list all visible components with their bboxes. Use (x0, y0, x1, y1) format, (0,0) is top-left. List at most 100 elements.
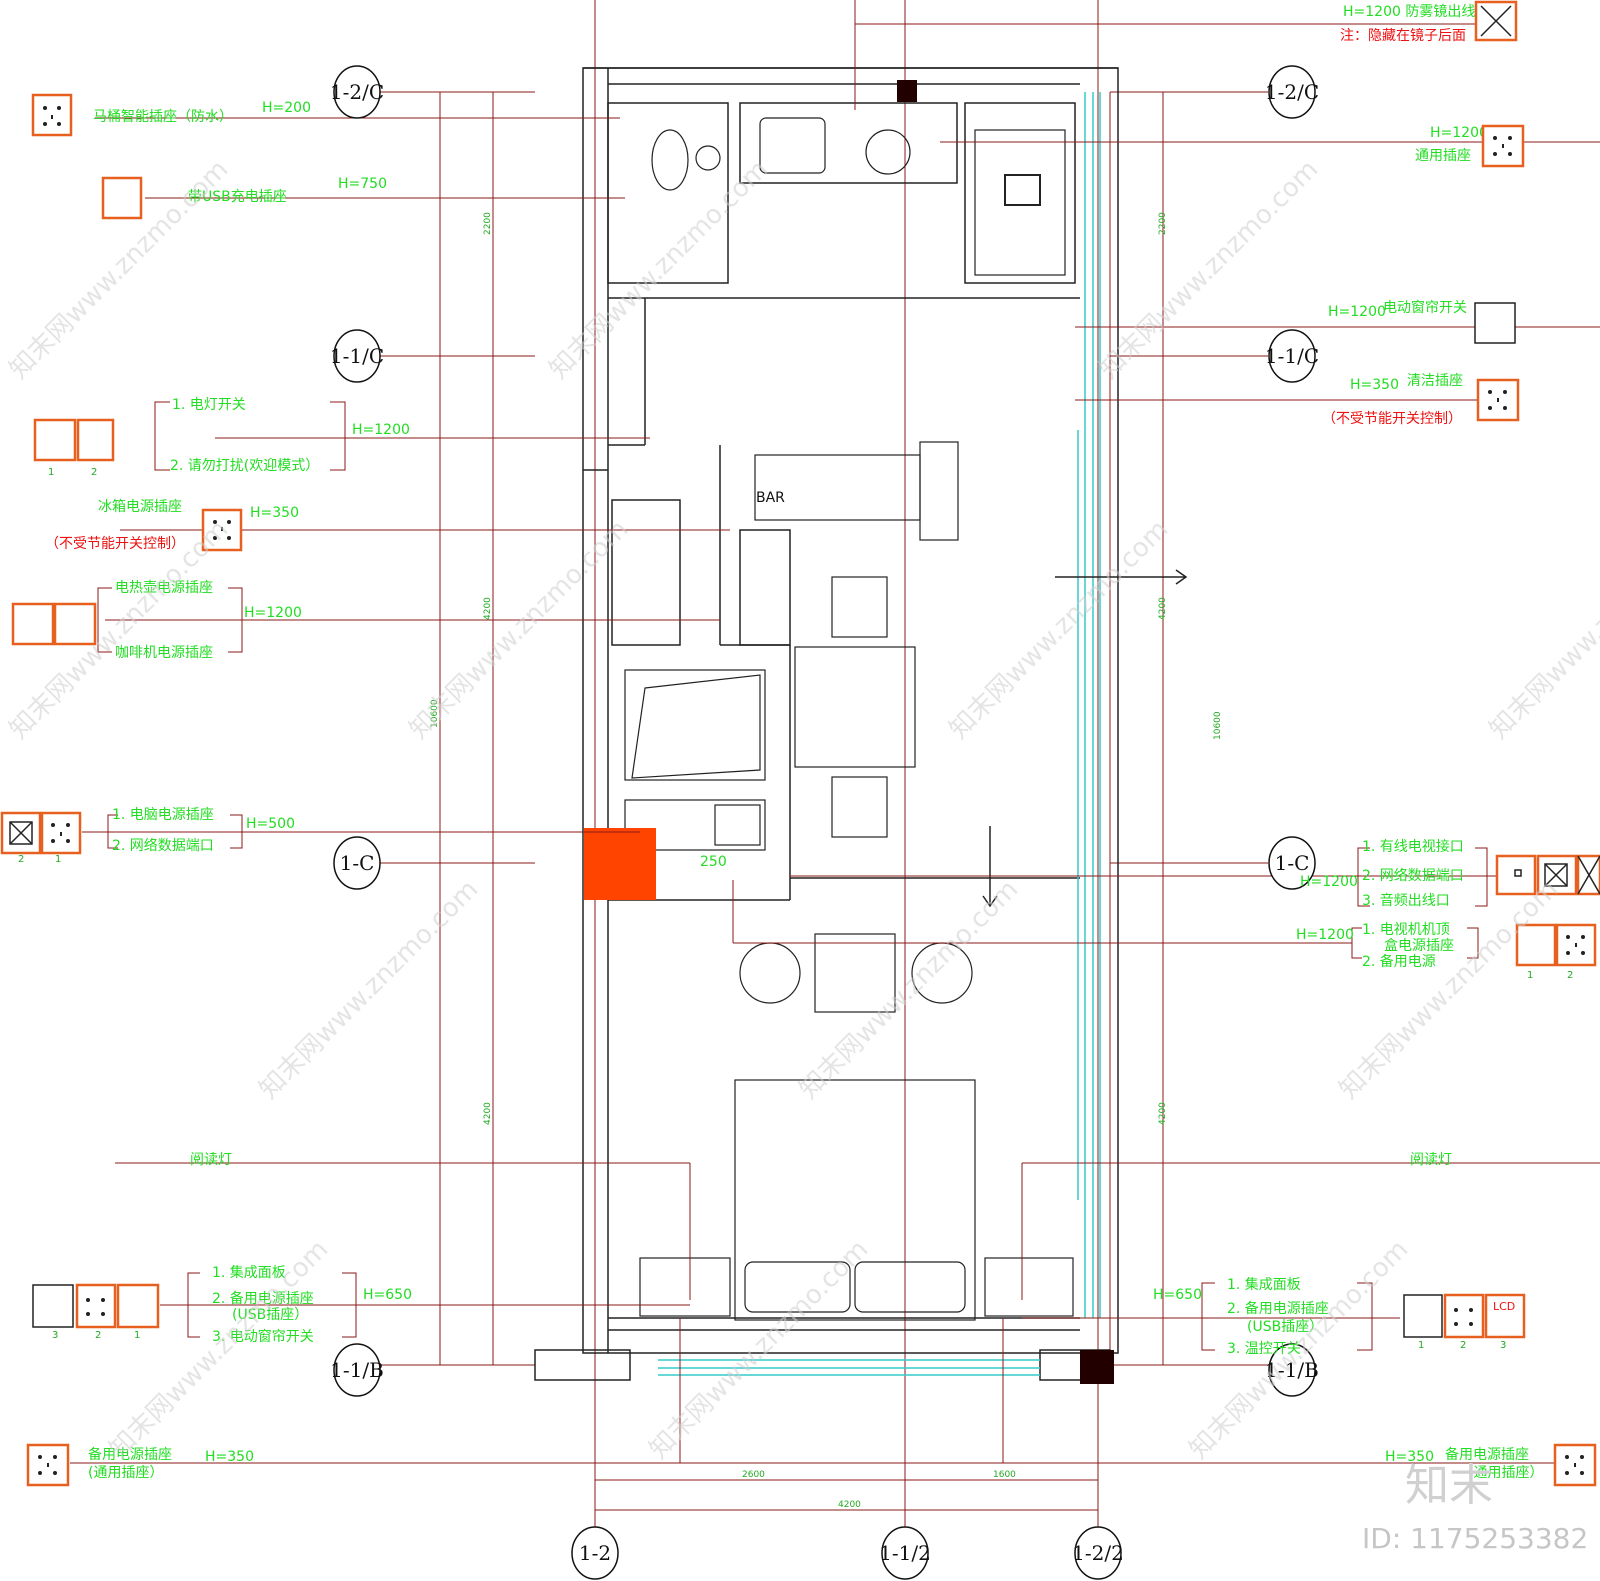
grid-bubble-labels: 1-2/C 1-2/C 1-1/C 1-1/C 1-C 1-C 1-1/B 1-… (330, 80, 1319, 1565)
tv-item1: 1. 有线电视接口 (1362, 838, 1464, 855)
watermark: 知末网www.znzmo.com (544, 154, 775, 385)
watermark: 知末网www.znzmo.com (404, 514, 635, 745)
lcd-label: LCD (1493, 1300, 1515, 1313)
usb-socket-label: 带USB充电插座 (188, 189, 287, 205)
thermostat-icon (1484, 1293, 1526, 1339)
integrated-panel-icon (32, 1284, 74, 1328)
id-watermark: ID: 1175253382 (1362, 1522, 1588, 1555)
watermark: 知末网www.znzmo.com (1484, 514, 1600, 745)
dim-label: 2600 (742, 1470, 765, 1480)
axis-label: 1-C (340, 851, 375, 875)
bed-left-item3: 3. 电动窗帘开关 (212, 1328, 314, 1345)
dim-label: 10600 (1213, 711, 1223, 740)
axis-label: 1-1/B (330, 1358, 384, 1382)
axis-label: 1-1/2 (879, 1541, 931, 1565)
shower (974, 129, 1066, 276)
axis-label: 1-C (1275, 851, 1310, 875)
cross-marks (9, 5, 1600, 895)
bed-left-item1: 1. 集成面板 (212, 1264, 286, 1281)
pillow-left (744, 1261, 851, 1313)
bar-top (754, 454, 921, 521)
cleaning-socket-note: （不受节能开关控制） (1322, 411, 1462, 427)
integrated-panel-icon (1403, 1294, 1443, 1338)
toilet-socket-label: 马桶智能插座（防水） (93, 109, 233, 125)
dim-label: 10600 (430, 699, 440, 728)
curtain-switch-icon (116, 1283, 160, 1329)
toilet-socket-icon (31, 93, 73, 137)
sofa (624, 669, 766, 781)
coffee-socket-label: 咖啡机电源插座 (115, 645, 213, 661)
pillow-right (854, 1261, 966, 1313)
stool-1 (831, 576, 888, 638)
left-annotations: 马桶智能插座（防水） H=200 带USB充电插座 H=750 1. 电灯开关 … (18, 100, 412, 1481)
walls (534, 67, 1119, 1381)
light-switch-num1: 1 (48, 467, 54, 478)
reading-lamp-left-label: 阅读灯 (190, 1151, 232, 1168)
watermark: 知末网www.znzmo.com (944, 514, 1175, 745)
tv-box-num2: 2 (1567, 970, 1573, 981)
bidet (695, 145, 721, 171)
light-switch-item2: 2. 请勿打扰(欢迎模式） (170, 457, 319, 474)
right-annotations: H=1200 防雾镜出线口 注：隐藏在镜子后面 H=1200 通用插座 H=12… (1153, 4, 1573, 1481)
spare-socket-left-sub: (通用插座） (88, 1465, 163, 1481)
tv-box-item1b: 盒电源插座 (1384, 937, 1454, 954)
tv-height: H=1200 (1300, 874, 1358, 890)
sofa-cushion (631, 674, 761, 779)
spare-socket-right-sub: (通用插座） (1468, 1465, 1543, 1481)
light-switch-num2: 2 (91, 467, 97, 478)
socket-pins (38, 106, 1585, 1475)
tv-item2: 2. 网络数据端口 (1362, 868, 1464, 884)
bed-right-num1: 1 (1418, 1340, 1424, 1351)
computer-item1: 1. 电脑电源插座 (112, 807, 214, 823)
bed-right-item2: 2. 备用电源插座 (1227, 1300, 1329, 1317)
axis-label: 1-1/C (330, 344, 384, 368)
bed-right-num3: 3 (1500, 1340, 1506, 1351)
tv-box-socket-icon (1515, 923, 1557, 967)
axis-label: 1-1/C (1265, 344, 1319, 368)
dnd-switch-icon (76, 418, 115, 462)
socket-symbols (0, 0, 1600, 1487)
axis-label: 1-2/C (330, 80, 384, 104)
reading-lamp-right-label: 阅读灯 (1410, 1151, 1452, 1168)
nightstand-left (639, 1257, 731, 1317)
grid-bubbles (333, 65, 1316, 1580)
usb-socket-icon (101, 176, 143, 220)
usb-socket-icon (75, 1283, 117, 1329)
computer-num2: 1 (55, 854, 61, 865)
tv-port-icon (1495, 854, 1537, 896)
usb-socket-height: H=750 (338, 176, 387, 192)
axis-label: 1-2 (579, 1541, 611, 1565)
bed-left-num1: 3 (52, 1330, 58, 1341)
desk-dim: 250 (700, 854, 727, 870)
dim-label: 4200 (483, 597, 493, 620)
fridge-socket-note: （不受节能开关控制） (45, 536, 185, 552)
sink-right (865, 129, 911, 175)
leader-lines (70, 0, 1600, 1464)
brand-watermark: 知末 (1405, 1460, 1493, 1511)
monitor (714, 804, 761, 846)
spare-socket-right-label: 备用电源插座 (1445, 1446, 1529, 1463)
coffee-socket-icon (53, 602, 97, 646)
bed-left-num2: 2 (95, 1330, 101, 1341)
mirror-outlet-note: 注：隐藏在镜子后面 (1340, 28, 1466, 44)
general-socket-label: 通用插座 (1415, 148, 1471, 164)
furniture (624, 117, 1074, 1321)
sink-left (759, 117, 826, 174)
computer-item2: 2. 网络数据端口 (112, 838, 214, 854)
cleaning-socket-label: 清洁插座 (1407, 373, 1463, 389)
column-top (897, 80, 917, 102)
bed-right-item2b: (USB插座） (1247, 1319, 1323, 1335)
tv-box-height: H=1200 (1296, 927, 1354, 943)
bed-right-item1: 1. 集成面板 (1227, 1276, 1301, 1293)
mirror-outlet-label: H=1200 防雾镜出线口 (1343, 4, 1489, 20)
watermark: 知末网www.znzmo.com (1184, 1234, 1415, 1465)
bed-left-item2: 2. 备用电源插座 (212, 1290, 314, 1307)
tv-box-item1: 1. 电视机机顶 (1362, 922, 1450, 938)
curtain-switch-icon (1474, 302, 1516, 344)
dimension-labels: 10600 2200 4200 4200 10600 2200 4200 420… (430, 212, 1223, 1510)
column-fill (584, 828, 656, 900)
bed-left-num3: 1 (134, 1330, 140, 1341)
bed-left-height: H=650 (363, 1287, 412, 1303)
tv-box-item2: 2. 备用电源 (1362, 953, 1436, 970)
